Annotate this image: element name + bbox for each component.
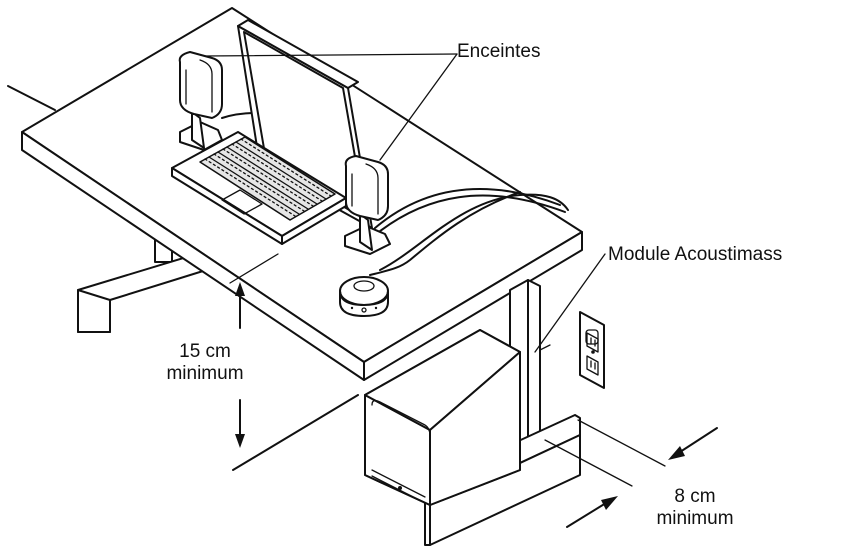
gap-dimension — [544, 419, 718, 528]
speaker-leader-lines — [204, 53, 458, 161]
gap-label: 8 cm minimum — [640, 486, 750, 530]
height-value: 15 cm — [179, 341, 231, 362]
acoustimass-label: Module Acoustimass — [608, 244, 783, 265]
floor-lines — [7, 85, 359, 471]
acoustimass-module-shape — [364, 329, 521, 506]
control-pod-shape — [339, 276, 389, 317]
height-label: 15 cm minimum — [150, 341, 260, 385]
height-unit: minimum — [166, 363, 244, 384]
gap-unit: minimum — [656, 508, 734, 529]
speakers-label: Enceintes — [457, 41, 541, 62]
laptop-screen — [237, 19, 373, 229]
height-dimension — [229, 253, 279, 448]
wall-outlet-shape — [579, 311, 605, 389]
left-speaker-shape — [178, 51, 223, 151]
laptop-base — [171, 131, 347, 245]
gap-value: 8 cm — [674, 486, 716, 507]
acoustimass-leader-line — [534, 253, 606, 353]
right-speaker-shape — [344, 155, 391, 255]
